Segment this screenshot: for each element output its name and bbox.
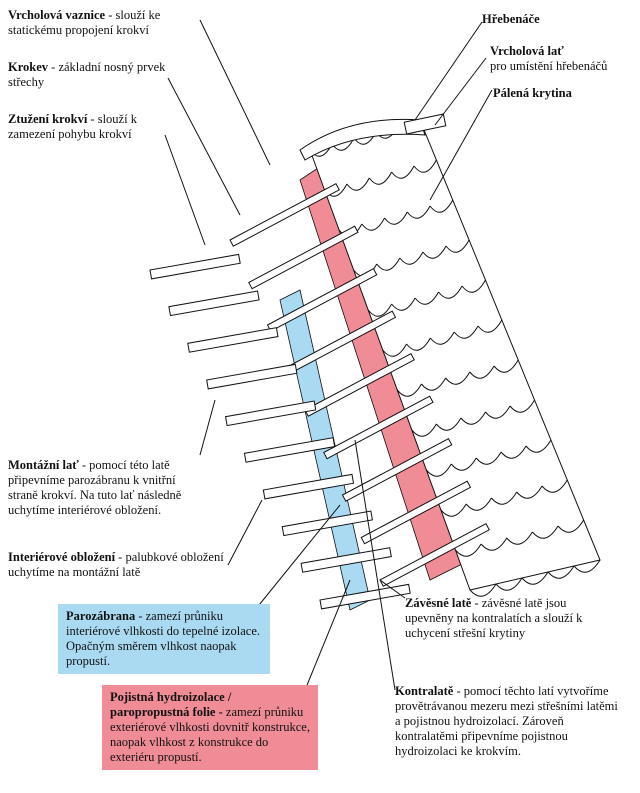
batten (248, 225, 359, 290)
batten (379, 522, 490, 587)
label-zavesne-late: Závěsné latě - závěsné latě jsou upevněn… (405, 596, 583, 640)
tile (475, 451, 502, 465)
tile (367, 303, 393, 317)
tile (382, 343, 407, 357)
batten (341, 437, 453, 502)
tile (477, 319, 503, 333)
label-parozabrana: Parozábrana - zamezí průniku interiérové… (58, 604, 270, 674)
label-kontralate: Kontralatě - pomocí těchto latí vytvořím… (395, 684, 618, 758)
tile (399, 251, 424, 265)
label-ztuzeni: Ztužení krokví - slouží k zamezení pohyb… (8, 112, 137, 141)
tile (469, 583, 497, 597)
tile (516, 485, 543, 499)
tile (425, 463, 452, 477)
tile (453, 325, 479, 339)
tile (411, 423, 437, 437)
label-hydroizolace: Pojistná hydroizolace / paropropustná fo… (102, 685, 318, 770)
tile (435, 417, 462, 431)
label-vrcholova-vaznice: Vrcholová vaznice - slouží ke statickému… (8, 8, 161, 37)
tile (429, 331, 455, 345)
tile (455, 543, 482, 557)
tile (391, 297, 416, 311)
interior-board (224, 400, 317, 427)
tile (421, 377, 447, 391)
tile (445, 239, 470, 253)
tile (525, 439, 552, 453)
tile (391, 165, 415, 179)
label-krokev: Krokev - základní nosný prvek střechy (8, 60, 166, 89)
tile (429, 199, 454, 213)
tile (495, 577, 523, 591)
tile (541, 479, 568, 493)
tile (406, 205, 431, 219)
battens (229, 182, 490, 587)
interior-board (149, 253, 241, 280)
interior-board (319, 583, 411, 610)
interior-boards (149, 253, 411, 610)
tile (422, 245, 447, 259)
interior-board (187, 327, 279, 353)
tile (396, 383, 422, 397)
batten (304, 352, 415, 417)
tile (547, 565, 575, 579)
batten (360, 480, 472, 545)
tile (460, 411, 486, 425)
tile (465, 497, 492, 511)
label-interierove: Interiérové obložení - palubkové obložen… (8, 550, 224, 579)
tile (469, 365, 495, 379)
tile (361, 217, 385, 231)
tile (491, 491, 518, 505)
tile (438, 285, 463, 299)
interior-board (281, 510, 373, 537)
interior-board (206, 363, 298, 390)
tile (557, 519, 585, 533)
tile (480, 537, 508, 551)
tile (531, 525, 559, 539)
tile (506, 531, 533, 545)
tile (485, 405, 511, 419)
tile (500, 445, 527, 459)
tile (413, 159, 437, 173)
label-palena-krytina: Pálená krytina (493, 86, 572, 100)
tile (368, 171, 393, 185)
ridge-batten (403, 113, 447, 135)
tile (414, 291, 439, 305)
batten (323, 395, 434, 460)
tile (445, 371, 471, 385)
batten (229, 182, 340, 247)
tile (509, 399, 535, 413)
ridge-tiles (299, 118, 426, 161)
label-hrebenace: Hřebenáče (482, 12, 540, 26)
tile (376, 257, 401, 271)
tile (461, 279, 486, 293)
tile (450, 457, 477, 471)
tile (406, 337, 431, 351)
tile (573, 559, 601, 573)
tile (493, 359, 519, 373)
tile (521, 571, 549, 585)
interior-board (300, 547, 392, 573)
tile (346, 177, 370, 191)
batten (266, 267, 378, 332)
interior-board (262, 473, 355, 500)
interior-board (168, 290, 260, 317)
tile (384, 211, 408, 225)
tile (440, 503, 467, 517)
leader-lines (164, 19, 493, 691)
label-montazni-lat: Montážní lať - pomocí této latě připevní… (8, 458, 182, 517)
interior-board (243, 437, 336, 463)
